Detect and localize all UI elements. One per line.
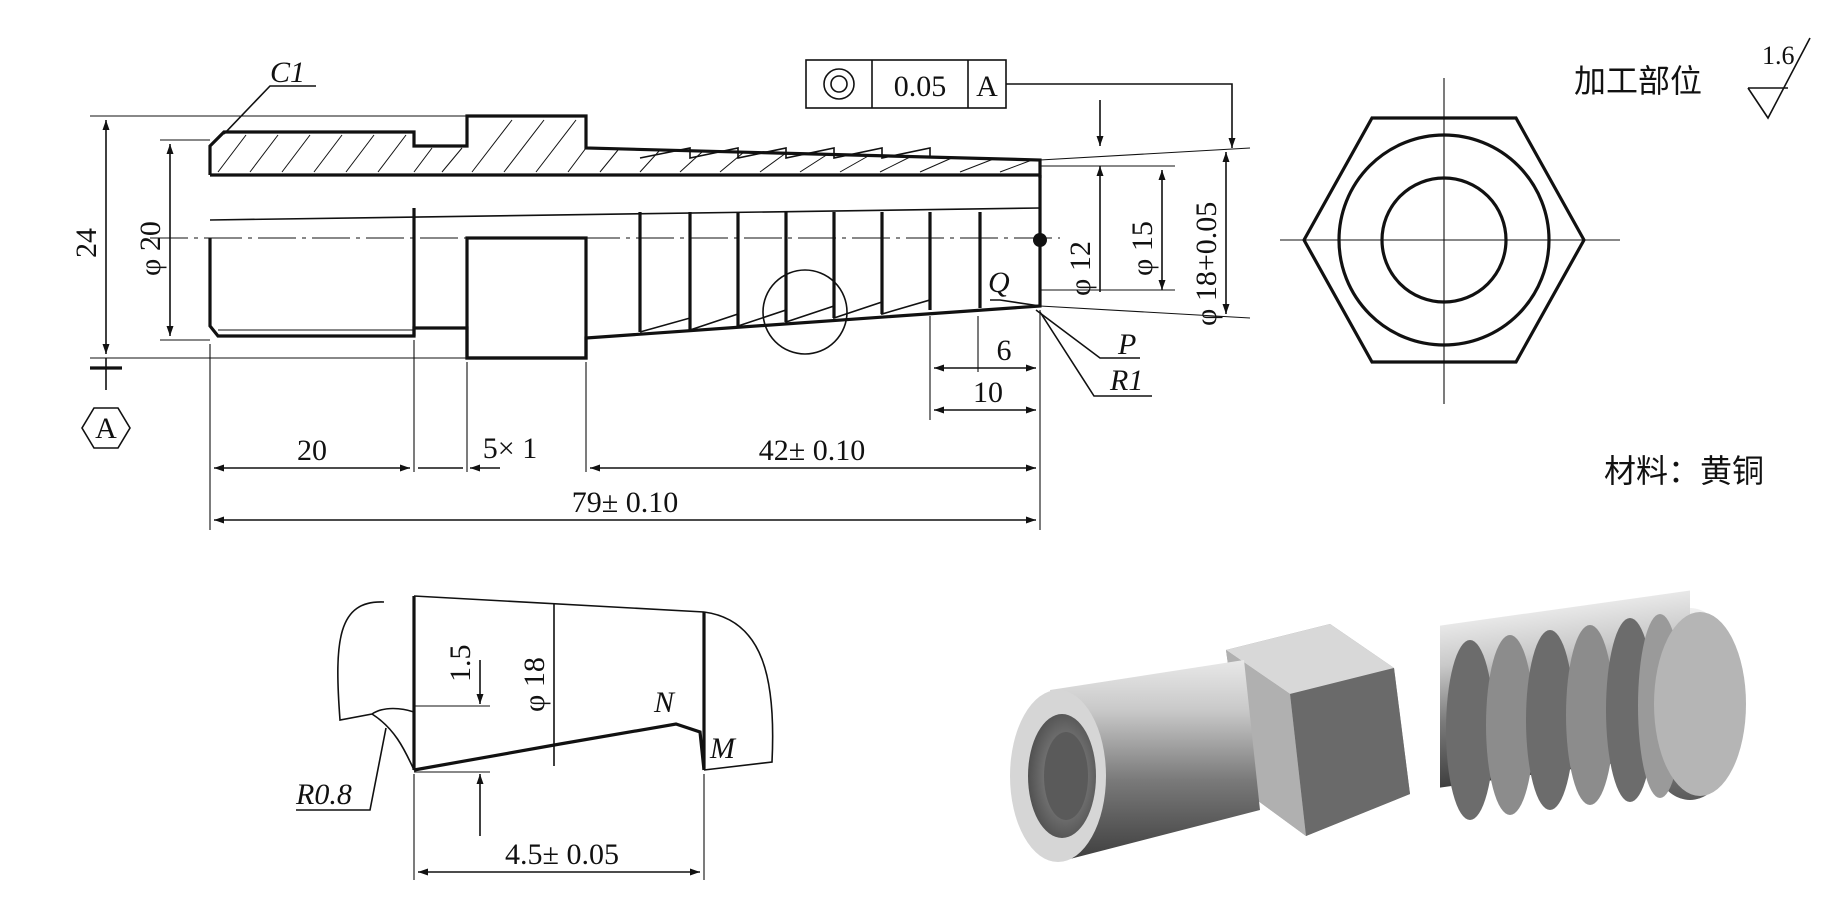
end-view-hex xyxy=(1280,78,1620,404)
groove-label: 5× 1 xyxy=(483,432,537,465)
part-3d-render xyxy=(1010,590,1746,862)
datum-icon xyxy=(81,407,131,449)
chamfer-label: C1 xyxy=(270,56,305,89)
diameter-24-label: 24 xyxy=(70,228,103,258)
datum-label: A xyxy=(95,412,117,445)
roughness-value: 1.6 xyxy=(1762,41,1795,70)
tolerance-frame: 0.05 A xyxy=(805,59,1007,109)
detail-depth-label: 1.5 xyxy=(444,645,477,683)
diameter-12-label: φ 12 xyxy=(1064,241,1097,296)
surface-note: 加工部位 xyxy=(1574,62,1702,100)
main-section-view: C1 24 φ 20 A 20 5× 1 42± 0.10 xyxy=(70,56,1251,530)
tolerance-datum: A xyxy=(976,70,998,103)
length-20-label: 20 xyxy=(297,434,327,467)
tolerance-value: 0.05 xyxy=(894,70,947,103)
diameter-20-label: φ 20 xyxy=(134,221,167,276)
surface-roughness-icon xyxy=(1747,37,1811,120)
material-note: 材料：黄铜 xyxy=(1604,452,1764,490)
length-42-label: 42± 0.10 xyxy=(759,434,865,467)
detail-point-m: M xyxy=(709,732,737,765)
length-79-label: 79± 0.10 xyxy=(572,486,678,519)
detail-view: 1.5 φ 18 N M R0.8 4.5± 0.05 xyxy=(295,595,774,880)
detail-point-n: N xyxy=(653,686,676,719)
length-6-label: 6 xyxy=(997,334,1012,367)
point-q-label: Q xyxy=(988,266,1010,299)
length-10-label: 10 xyxy=(973,376,1003,409)
point-p-label: P xyxy=(1117,328,1136,361)
radius-1-label: R1 xyxy=(1109,364,1143,397)
detail-radius-label: R0.8 xyxy=(295,778,352,811)
concentricity-icon xyxy=(823,68,855,100)
diameter-18-label: φ 18+0.05 xyxy=(1190,202,1223,326)
diameter-15-label: φ 15 xyxy=(1126,221,1159,276)
detail-diameter-label: φ 18 xyxy=(518,657,551,712)
detail-pitch-label: 4.5± 0.05 xyxy=(505,838,619,871)
